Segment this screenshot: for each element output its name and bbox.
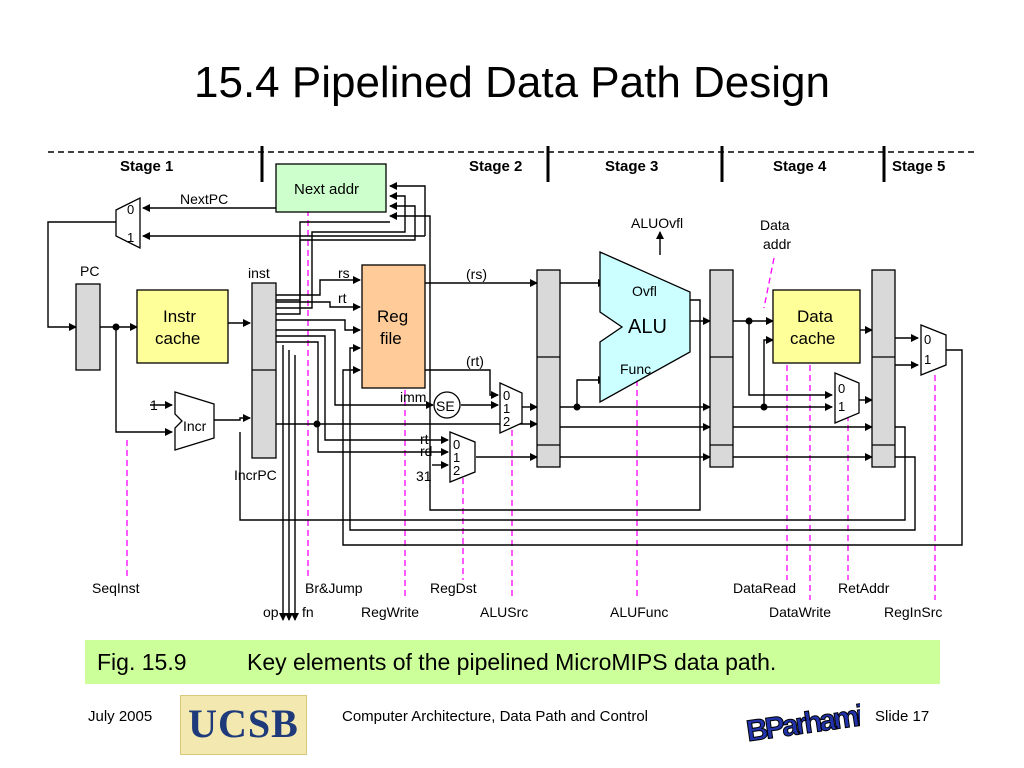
- rs-label: rs: [338, 265, 350, 281]
- pc-mux-input-1: 1: [127, 230, 134, 245]
- retaddr-mux: [834, 372, 860, 424]
- reg-file-label-line2: file: [380, 329, 402, 348]
- seq-inst-signal: SeqInst: [92, 580, 140, 596]
- stage-2-label: Stage 2: [469, 158, 522, 175]
- reg-dst-signal: RegDst: [430, 580, 477, 596]
- pc-mux: [115, 196, 141, 250]
- pc-mux-input-0: 0: [127, 202, 134, 217]
- regdst-mux: [449, 431, 476, 483]
- alusrc-mux-input-0: 0: [503, 388, 510, 403]
- reginsrc-mux-input-0: 0: [924, 332, 931, 347]
- alu-src-signal: ALUSrc: [480, 604, 528, 620]
- inst-label: inst: [248, 265, 270, 281]
- alu-block: [599, 250, 691, 404]
- fn-signal: fn: [302, 604, 314, 620]
- pc-label: PC: [80, 263, 99, 279]
- stage-5-label: Stage 5: [892, 158, 945, 175]
- reg-file-block: [361, 264, 426, 389]
- sign-extend-unit: [433, 391, 461, 419]
- data-cache-block: [772, 289, 861, 364]
- stage-4-label: Stage 4: [773, 158, 827, 175]
- imm-label: imm: [400, 389, 426, 405]
- reg-write-signal: RegWrite: [361, 604, 419, 620]
- rd-label: rd: [420, 443, 432, 459]
- data-addr-label-line2: addr: [763, 236, 791, 252]
- alusrc-mux-input-1: 1: [503, 401, 510, 416]
- reginsrc-mux: [920, 324, 947, 376]
- figure-number: Fig. 15.9: [97, 649, 187, 675]
- pipeline-register-4-5: [871, 269, 896, 468]
- reginsrc-mux-input-1: 1: [924, 352, 931, 367]
- op-signal: op: [263, 604, 279, 620]
- incr-adder: [174, 391, 215, 451]
- ucsb-logo-text: UCSB: [188, 701, 299, 746]
- rs-output-label: (rs): [466, 266, 487, 282]
- figure-caption-text: Key elements of the pipelined MicroMIPS …: [247, 649, 777, 675]
- rt-output-label: (rt): [466, 353, 484, 369]
- alu-func-label: Func: [620, 361, 651, 377]
- alu-ovfl-output-label: ALUOvfl: [631, 215, 683, 231]
- data-cache-label-line2: cache: [790, 329, 835, 348]
- control-lines: [126, 210, 936, 600]
- instr-cache-label-line2: cache: [155, 329, 200, 348]
- alusrc-mux: [499, 381, 523, 435]
- instr-cache-block: [136, 289, 229, 364]
- retaddr-mux-input-0: 0: [838, 381, 845, 396]
- pc-register: [75, 283, 101, 371]
- alusrc-mux-input-2: 2: [503, 414, 510, 429]
- slide-title: 15.4 Pipelined Data Path Design: [194, 58, 830, 107]
- constant-31-label: 31: [416, 468, 432, 484]
- alu-label: ALU: [628, 316, 667, 338]
- rt2-label: rt: [420, 431, 429, 447]
- svg-text:BParhami: BParhami: [744, 699, 860, 748]
- retaddr-mux-input-1: 1: [838, 399, 845, 414]
- reg-file-label-line1: Reg: [377, 307, 408, 326]
- junction-dots: [112, 317, 768, 428]
- data-cache-label-line1: Data: [797, 307, 833, 326]
- figure-caption: Fig. 15.9 Key elements of the pipelined …: [85, 640, 940, 684]
- stage-1-label: Stage 1: [120, 158, 173, 175]
- datapath-wires: [47, 182, 963, 621]
- regdst-mux-input-1: 1: [453, 450, 460, 465]
- constant-one-label: 1: [150, 397, 158, 413]
- data-read-signal: DataRead: [733, 580, 796, 596]
- se-label: SE: [436, 398, 455, 414]
- incr-label: Incr: [183, 418, 207, 434]
- footer-course-title: Computer Architecture, Data Path and Con…: [342, 708, 648, 725]
- next-pc-label: NextPC: [180, 191, 228, 207]
- footer-slide-number: Slide 17: [875, 708, 930, 725]
- alu-func-signal: ALUFunc: [610, 604, 668, 620]
- ret-addr-signal: RetAddr: [838, 580, 890, 596]
- ucsb-logo: UCSB: [180, 695, 307, 755]
- author-signature-logo: BParhami: [744, 699, 860, 749]
- reg-in-src-signal: RegInSrc: [884, 604, 942, 620]
- br-jump-signal: Br&Jump: [305, 580, 363, 596]
- next-addr-label: Next addr: [294, 181, 359, 198]
- next-addr-block: [275, 163, 387, 213]
- data-addr-label-line1: Data: [760, 217, 790, 233]
- pipeline-register-3-4: [709, 269, 734, 468]
- instr-cache-label-line1: Instr: [163, 307, 196, 326]
- pipelined-datapath-diagram: Stage 1 Stage 2 Stage 3 Stage 4 Stage 5: [47, 146, 975, 621]
- pipeline-register-2-3: [536, 269, 561, 468]
- footer-date: July 2005: [88, 708, 153, 725]
- regdst-mux-input-0: 0: [453, 437, 460, 452]
- stage-3-label: Stage 3: [605, 158, 658, 175]
- incr-pc-label: IncrPC: [234, 467, 277, 483]
- alu-ovfl-label: Ovfl: [632, 283, 657, 299]
- regdst-mux-input-2: 2: [453, 463, 460, 478]
- rt-label: rt: [338, 290, 347, 306]
- data-write-signal: DataWrite: [769, 604, 831, 620]
